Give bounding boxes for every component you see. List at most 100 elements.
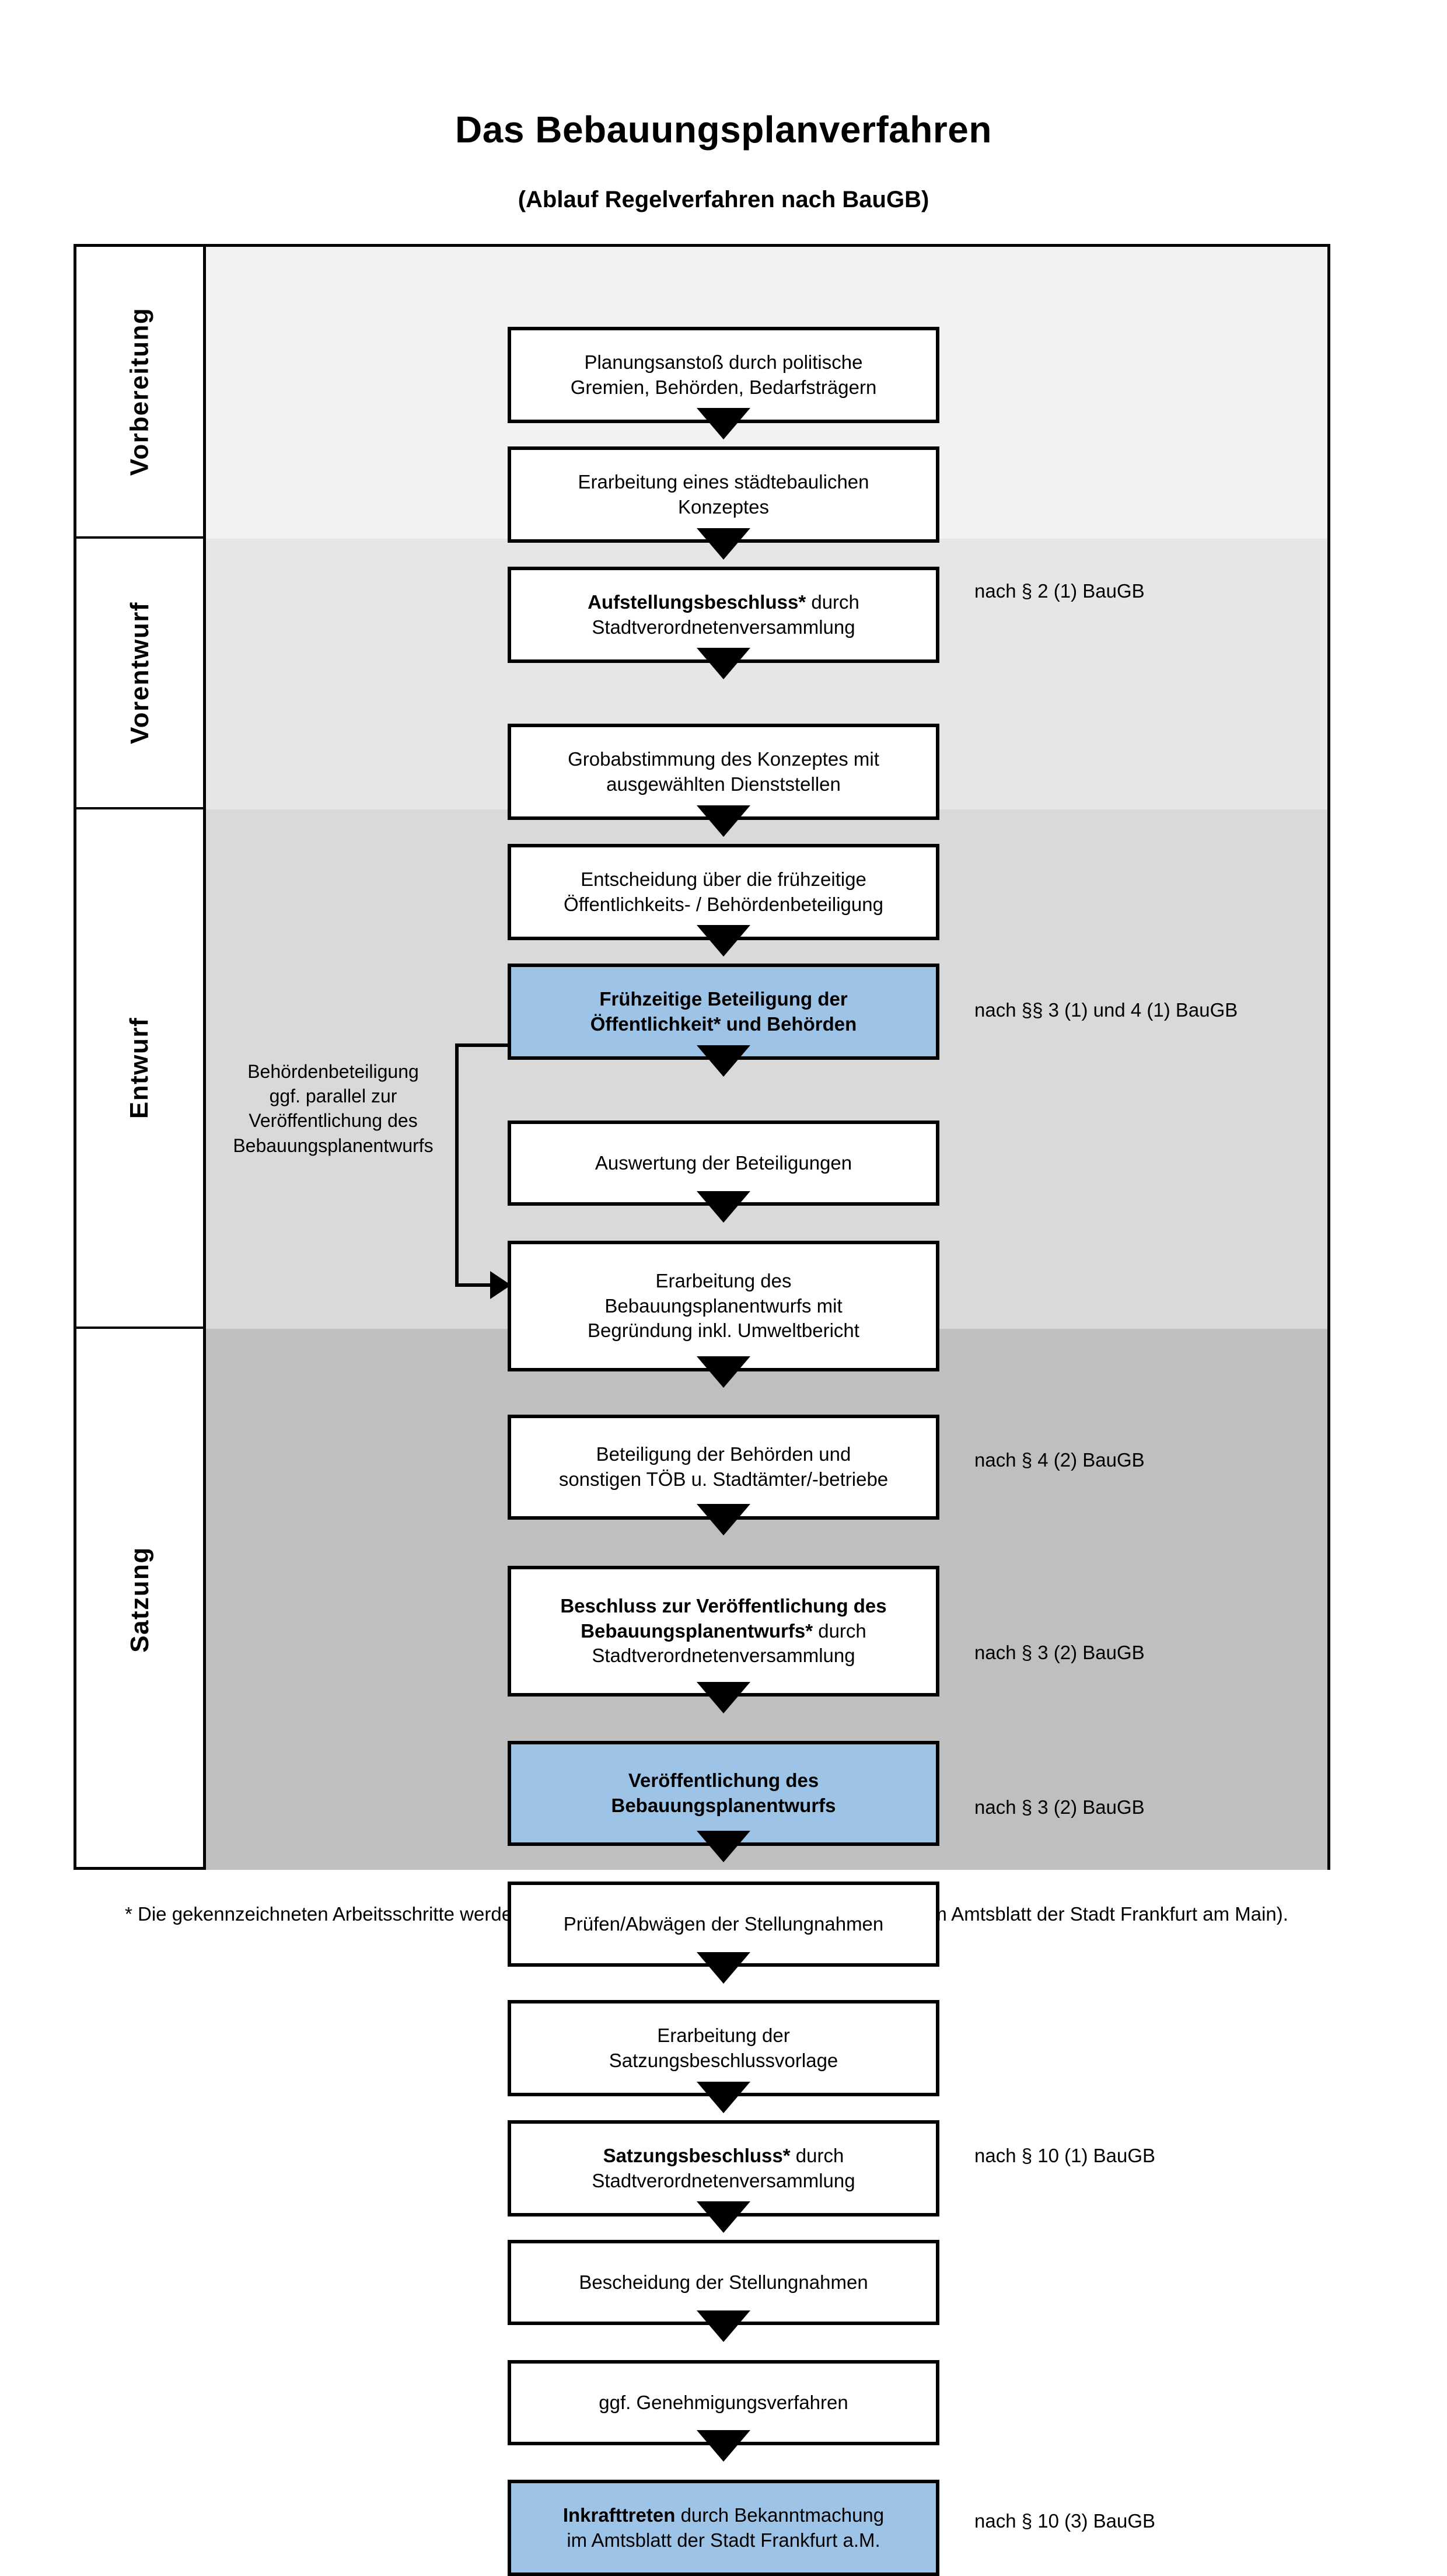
flow-box-line: Gremien, Behörden, Bedarfsträgern (570, 376, 877, 398)
flow-arrow-down-icon (697, 1682, 750, 1713)
flow-box-line: Bebauungsplanentwurfs* durch (581, 1619, 866, 1642)
flow-box-line: im Amtsblatt der Stadt Frankfurt a.M. (567, 2529, 880, 2551)
flow-arrow-down-icon (697, 1831, 750, 1862)
flow-arrow-down-icon (697, 1191, 750, 1223)
flow-box-line: Beteiligung der Behörden und (596, 1443, 851, 1465)
legal-reference-veroeffentlichung: nach § 3 (2) BauGB (974, 1796, 1145, 1818)
legal-reference-behoerdenbeteiligung: nach § 4 (2) BauGB (974, 1449, 1145, 1471)
flow-box-line: Prüfen/Abwägen der Stellungnahmen (563, 1912, 884, 1935)
legal-reference-beschluss-veroeffentlichung: nach § 3 (2) BauGB (974, 1642, 1145, 1663)
phase-label-vorbereitung: Vorbereitung (125, 307, 154, 476)
flow-box-line: Stadtverordnetenversammlung (592, 2169, 855, 2191)
legal-reference-inkrafttreten: nach § 10 (3) BauGB (974, 2510, 1156, 2532)
flow-box-text: Inkrafttreten durch Bekanntmachung im Amt… (563, 2503, 884, 2553)
flow-box-line: Bescheidung der Stellungnahmen (579, 2271, 868, 2293)
flow-arrow-down-icon (697, 805, 750, 837)
flow-box-line: Planungsanstoß durch politische (584, 351, 863, 373)
flow-box-line: Erarbeitung des (655, 1269, 792, 1292)
flow-arrow-down-icon (697, 2430, 750, 2462)
phase-label-cell-satzung: Satzung (76, 1329, 203, 1870)
flow-box-line: Satzungsbeschluss* durch (603, 2144, 844, 2166)
side-note-behoerdenbeteiligung: Behördenbeteiligung ggf. parallel zur Ve… (216, 1059, 450, 1158)
flow-box-text: ggf. Genehmigungsverfahren (599, 2390, 848, 2416)
flow-arrow-down-icon (697, 2082, 750, 2113)
flow-box-text: Auswertung der Beteiligungen (595, 1151, 852, 1176)
flow-box-grobabstimmung[interactable]: Grobabstimmung des Konzeptes mit ausgewäh… (508, 724, 939, 820)
bypass-connector-line-vertical (455, 1043, 459, 1287)
phase-label-cell-entwurf: Entwurf (76, 809, 203, 1329)
legal-reference-fruehzeitige-beteiligung: nach §§ 3 (1) und 4 (1) BauGB (974, 999, 1238, 1021)
flow-box-line: Konzeptes (678, 495, 769, 518)
flow-box-line: Grobabstimmung des Konzeptes mit (568, 748, 879, 770)
flow-box-text: Beteiligung der Behörden und sonstigen TÖ… (559, 1442, 888, 1492)
flow-box-line: Auswertung der Beteiligungen (595, 1151, 852, 1174)
flow-box-line: Entscheidung über die frühzeitige (581, 868, 866, 890)
flow-box-line: Öffentlichkeit* und Behörden (590, 1013, 857, 1035)
phase-label-vorentwurf: Vorentwurf (125, 602, 154, 744)
flow-box-text: Bescheidung der Stellungnahmen (579, 2270, 868, 2295)
flow-arrow-down-icon (697, 408, 750, 439)
flow-box-auswertung-beteiligungen[interactable]: Auswertung der Beteiligungen (508, 1121, 939, 1206)
phase-label-cell-vorentwurf: Vorentwurf (76, 539, 203, 809)
flow-box-line: Erarbeitung eines städtebaulichen (578, 470, 869, 493)
flow-arrow-down-icon (697, 1045, 750, 1077)
bypass-connector-arrow-icon (490, 1271, 511, 1299)
flow-box-line: ausgewählten Dienststellen (606, 773, 841, 795)
phase-label-satzung: Satzung (125, 1546, 154, 1653)
flow-box-line: sonstigen TÖB u. Stadtämter/-betriebe (558, 1468, 889, 1490)
page-title: Das Bebauungsplanverfahren (455, 109, 992, 151)
flowchart-frame: Vorbereitung Vorentwurf Entwurf Satzung … (74, 244, 1330, 2576)
flow-arrow-down-icon (697, 1952, 750, 1984)
phase-label-entwurf: Entwurf (125, 1017, 154, 1119)
flow-box-text: Prüfen/Abwägen der Stellungnahmen (564, 1912, 884, 1937)
flow-box-line: Aufstellungsbeschluss* durch (588, 591, 859, 613)
flow-arrow-down-icon (697, 1504, 750, 1535)
flow-arrow-down-icon (697, 1356, 750, 1388)
flow-arrow-down-icon (697, 925, 750, 957)
flow-arrow-down-icon (697, 2310, 750, 2342)
flow-box-inkrafttreten[interactable]: Inkrafttreten durch Bekanntmachung im Amt… (508, 2480, 939, 2576)
flow-box-text: Grobabstimmung des Konzeptes mit ausgewäh… (568, 747, 879, 797)
flow-box-line: Frühzeitige Beteiligung der (599, 987, 848, 1010)
legal-reference-aufstellungsbeschluss: nach § 2 (1) BauGB (974, 580, 1145, 602)
flow-box-line: Stadtverordnetenversammlung (592, 1645, 855, 1667)
flow-arrow-down-icon (697, 528, 750, 560)
side-note-line: Bebauungsplanentwurfs (233, 1135, 434, 1156)
side-note-line: Veröffentlichung des (249, 1110, 418, 1132)
flow-arrow-down-icon (697, 2201, 750, 2233)
legal-reference-satzungsbeschluss: nach § 10 (1) BauGB (974, 2145, 1156, 2166)
flow-box-line: Satzungsbeschlussvorlage (609, 2049, 838, 2071)
side-note-line: ggf. parallel zur (269, 1085, 397, 1107)
flow-box-line: Bebauungsplanentwurfs (611, 1795, 836, 1816)
flow-box-line: Öffentlichkeits- / Behördenbeteiligung (564, 893, 883, 915)
flow-box-line: Begründung inkl. Umweltbericht (588, 1320, 859, 1342)
flow-box-line: Veröffentlichung des (628, 1769, 819, 1792)
page-subtitle: (Ablauf Regelverfahren nach BauGB) (518, 187, 929, 212)
phase-label-cell-vorbereitung: Vorbereitung (76, 247, 203, 539)
bypass-connector-line-bottom (455, 1283, 491, 1287)
flow-box-line: Stadtverordnetenversammlung (592, 616, 855, 638)
flow-box-line: Erarbeitung der (657, 2024, 790, 2046)
flow-box-line: Inkrafttreten durch Bekanntmachung (562, 2504, 885, 2526)
flow-arrow-down-icon (697, 648, 750, 679)
flow-box-line: Bebauungsplanentwurfs mit (604, 1294, 843, 1317)
flow-box-line: Beschluss zur Veröffentlichung des (560, 1594, 887, 1617)
flow-box-line: ggf. Genehmigungsverfahren (599, 2391, 848, 2413)
side-note-line: Behördenbeteiligung (247, 1061, 419, 1082)
flow-box-pruefen-abwaegen[interactable]: Prüfen/Abwägen der Stellungnahmen (508, 1882, 939, 1967)
